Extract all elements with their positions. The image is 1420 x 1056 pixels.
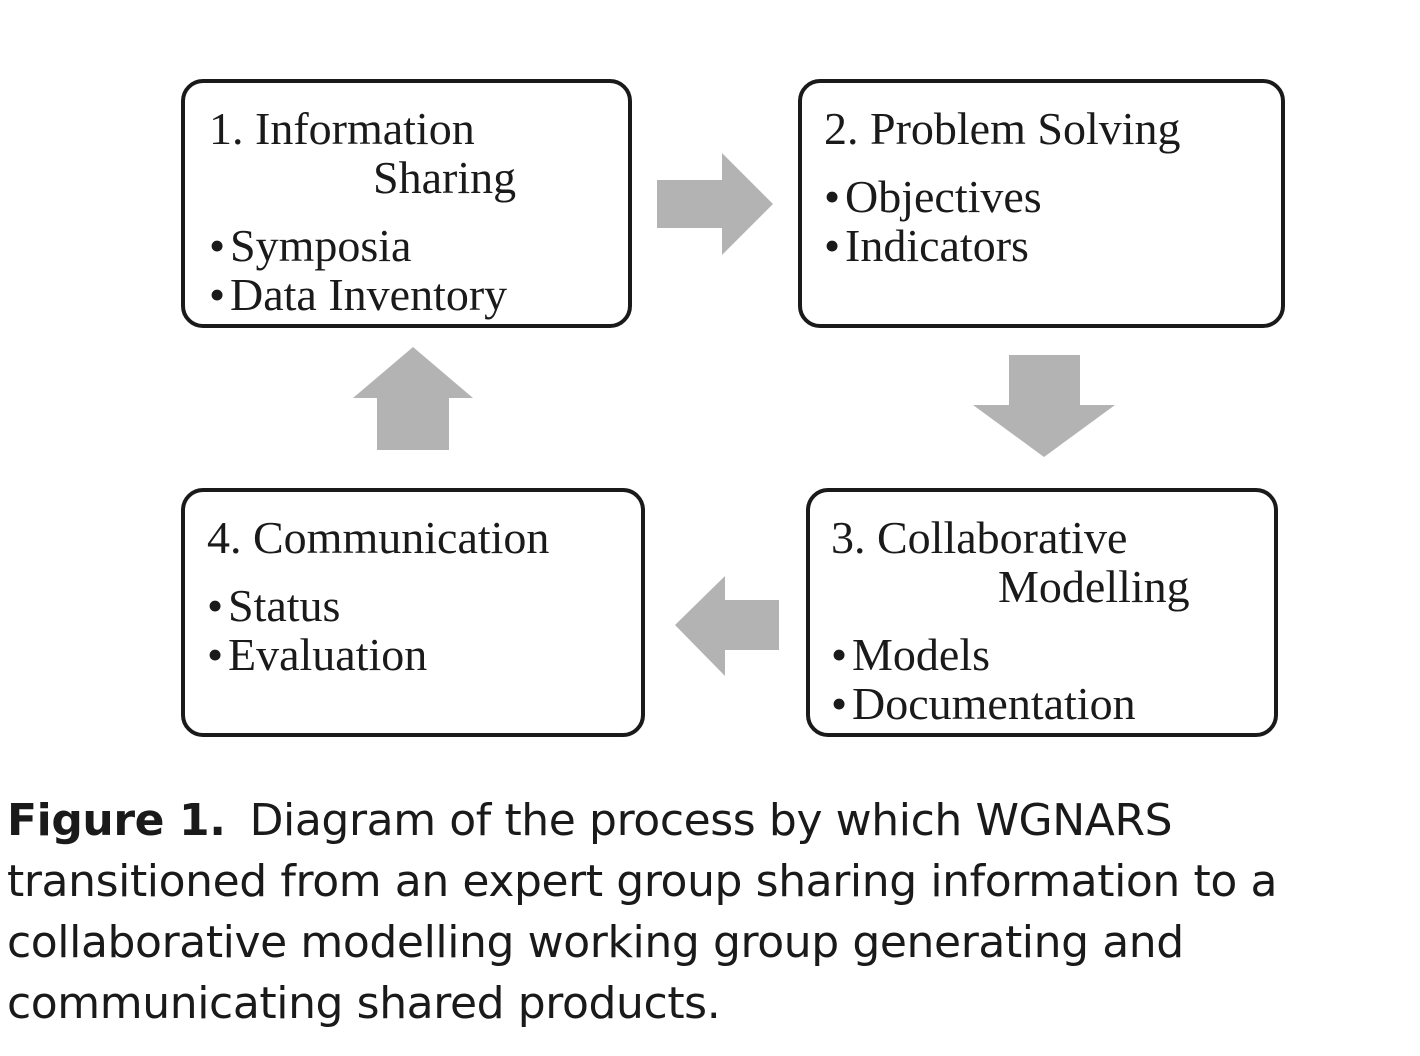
bullet-icon: • [207,629,224,680]
bullet-item: •Indicators [824,221,1281,270]
bullet-icon: • [824,171,841,222]
step-box-collaborative-modelling: 3. Collaborative Modelling •Models •Docu… [806,488,1278,737]
caption-label: Figure 1. [7,795,226,846]
bullet-item: •Status [207,581,641,630]
step-title: 2. Problem Solving [824,103,1181,154]
bullet-item: •Documentation [831,679,1274,728]
bullet-icon: • [831,629,848,680]
bullet-item: •Data Inventory [209,270,628,319]
step-title: 1. Information [209,103,475,154]
figure-caption: Figure 1.Diagram of the process by which… [7,790,1417,1034]
bullet-text: Evaluation [228,629,428,680]
bullet-text: Status [228,580,341,631]
bullet-icon: • [209,220,226,271]
step-items: •Objectives •Indicators [824,172,1281,270]
step-items: •Symposia •Data Inventory [209,221,628,319]
step-title: 4. Communication [207,512,550,563]
step-box-problem-solving: 2. Problem Solving •Objectives •Indicato… [798,79,1285,328]
step-title-continued: Sharing [373,152,517,203]
bullet-icon: • [824,220,841,271]
arrow-left-icon [675,576,779,676]
bullet-icon: • [831,678,848,729]
process-diagram: 1. Information Sharing •Symposia •Data I… [181,79,1285,737]
step-title: 3. Collaborative [831,512,1128,563]
bullet-item: •Symposia [209,221,628,270]
step-items: •Models •Documentation [831,630,1274,728]
arrows-layer [353,153,1115,676]
arrow-right-icon [657,153,773,255]
bullet-icon: • [209,269,226,320]
step-box-communication: 4. Communication •Status •Evaluation [181,488,645,737]
bullet-text: Data Inventory [230,269,508,320]
bullet-text: Objectives [845,171,1042,222]
bullet-text: Documentation [852,678,1136,729]
bullet-item: •Evaluation [207,630,641,679]
bullet-text: Symposia [230,220,412,271]
arrow-down-icon [973,355,1115,457]
bullet-icon: • [207,580,224,631]
bullet-text: Models [852,629,990,680]
bullet-item: •Objectives [824,172,1281,221]
bullet-text: Indicators [845,220,1029,271]
bullet-item: •Models [831,630,1274,679]
arrow-up-icon [353,347,473,450]
caption-text: Diagram of the process by which WGNARS t… [7,795,1278,1029]
step-items: •Status •Evaluation [207,581,641,679]
step-title-continued: Modelling [998,561,1190,612]
step-box-information-sharing: 1. Information Sharing •Symposia •Data I… [181,79,632,328]
